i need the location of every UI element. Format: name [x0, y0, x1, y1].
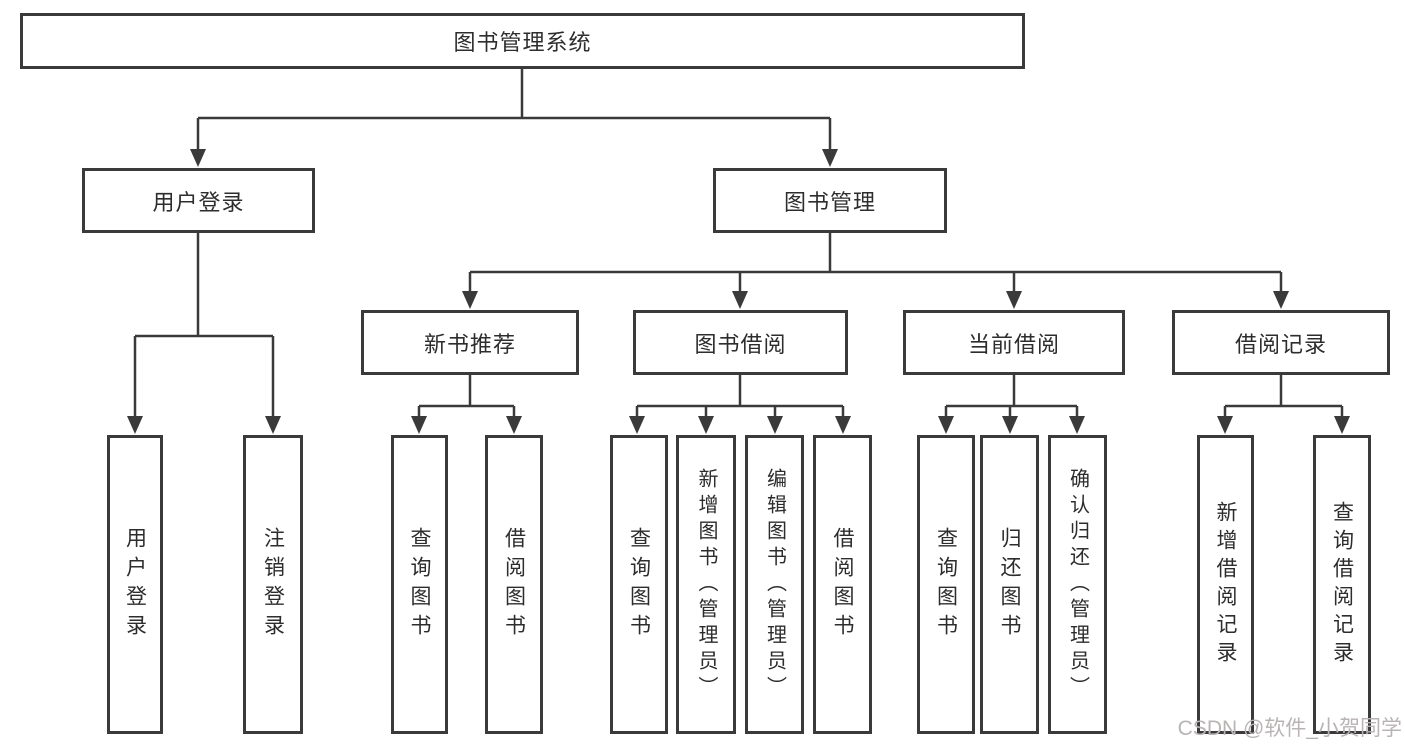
connector-path: [133, 68, 1344, 420]
node-label: 图书管理系统: [453, 30, 592, 55]
node-label: 新增图书（管理员）: [695, 467, 717, 702]
node-borrow-records: 借阅记录: [1172, 310, 1390, 375]
node-label: 用户登录: [123, 526, 147, 643]
node-book-management: 图书管理: [713, 168, 947, 233]
node-leaf-query-books-2: 查询图书: [610, 435, 668, 734]
arrowhead-icon: [1334, 416, 1350, 434]
arrowhead-icon: [629, 416, 645, 434]
arrowhead-icon: [1006, 291, 1022, 309]
node-leaf-confirm-return-admin: 确认归还（管理员）: [1048, 435, 1107, 734]
arrowhead-icon: [506, 416, 522, 434]
node-label: 借阅图书: [502, 526, 526, 643]
node-current-borrowing: 当前借阅: [903, 310, 1125, 375]
arrowhead-icon: [767, 416, 783, 434]
arrowhead-icon: [127, 416, 143, 434]
node-root-system: 图书管理系统: [20, 13, 1025, 69]
node-leaf-borrow-books-1: 借阅图书: [485, 435, 543, 734]
csdn-watermark: CSDN @软件_小贺同学: [1177, 717, 1402, 740]
arrowhead-icon: [411, 416, 427, 434]
node-label: 查询图书: [408, 526, 431, 643]
arrowhead-icon: [1002, 416, 1018, 434]
node-leaf-query-books-3: 查询图书: [917, 435, 975, 734]
node-label: 查询图书: [934, 526, 958, 643]
node-leaf-edit-books-admin: 编辑图书（管理员）: [745, 435, 804, 734]
node-label: 查询图书: [627, 526, 651, 643]
node-label: 图书管理: [783, 189, 876, 215]
arrowhead-icon: [265, 416, 281, 434]
arrowhead-icon: [1273, 291, 1289, 309]
arrowhead-icon: [1069, 416, 1085, 434]
node-label: 归还图书: [998, 526, 1021, 643]
node-label: 借阅图书: [831, 526, 854, 643]
arrowhead-icon: [698, 416, 714, 434]
node-label: 确认归还（管理员）: [1066, 467, 1089, 702]
node-new-book-recommend: 新书推荐: [361, 310, 579, 375]
node-label: 借阅记录: [1234, 331, 1327, 357]
node-label: 新增借阅记录: [1214, 500, 1237, 669]
arrowhead-icon: [822, 149, 838, 167]
node-label: 查询借阅记录: [1330, 500, 1354, 669]
node-label: 注销登录: [261, 526, 285, 643]
node-leaf-add-books-admin: 新增图书（管理员）: [676, 435, 736, 734]
node-leaf-user-login: 用户登录: [107, 435, 163, 734]
arrowhead-icon: [732, 291, 748, 309]
node-label: 当前借阅: [967, 331, 1060, 357]
node-leaf-query-borrow-record: 查询借阅记录: [1313, 435, 1371, 734]
node-leaf-return-books: 归还图书: [980, 435, 1039, 734]
node-leaf-logout: 注销登录: [243, 435, 303, 734]
node-leaf-query-books-1: 查询图书: [391, 435, 448, 734]
arrowhead-icon: [938, 416, 954, 434]
node-label: 用户登录: [152, 189, 245, 215]
arrowhead-icon: [462, 291, 478, 309]
node-leaf-borrow-books-2: 借阅图书: [813, 435, 872, 734]
arrowhead-icon: [1217, 416, 1233, 434]
arrowhead-icon: [190, 149, 206, 167]
arrowheads: [127, 149, 1350, 434]
node-label: 图书借阅: [694, 331, 787, 357]
node-book-borrowing: 图书借阅: [633, 310, 848, 375]
node-label: 新书推荐: [423, 331, 516, 357]
arrowhead-icon: [835, 416, 851, 434]
node-leaf-add-borrow-record: 新增借阅记录: [1197, 435, 1254, 734]
node-user-login-branch: 用户登录: [82, 168, 315, 233]
node-label: 编辑图书（管理员）: [763, 467, 786, 702]
